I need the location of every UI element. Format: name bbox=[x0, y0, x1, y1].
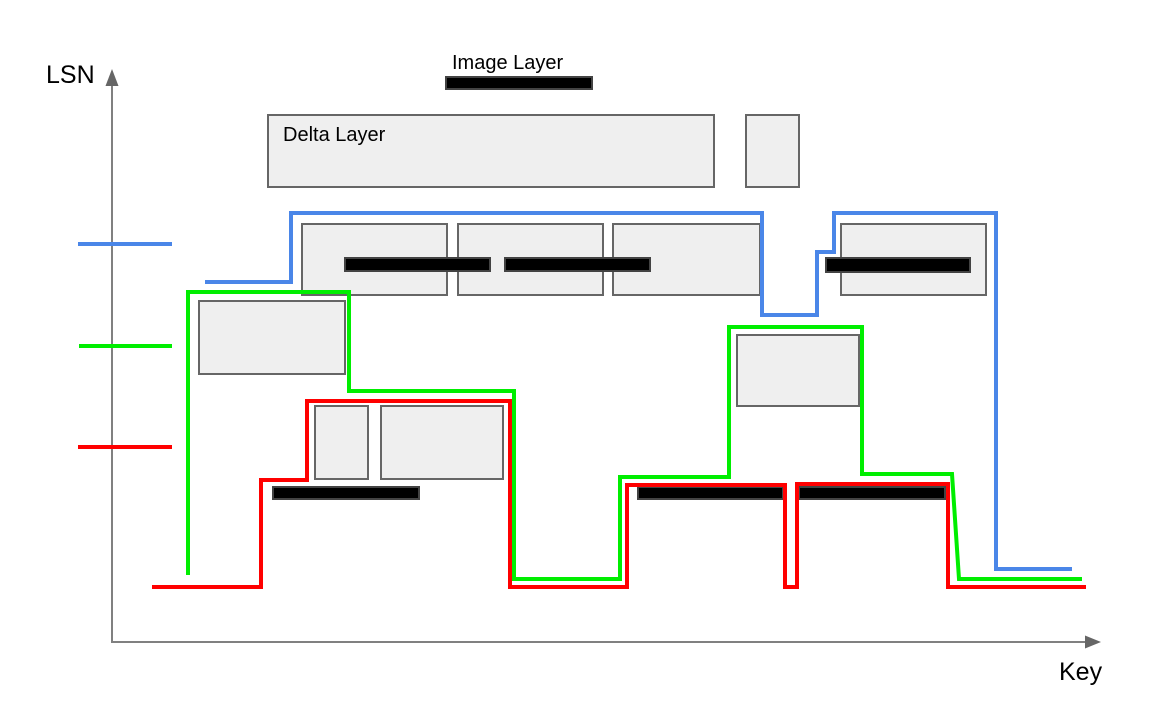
delta-layer-label: Delta Layer bbox=[283, 124, 386, 146]
blue-lsn-line bbox=[205, 211, 1072, 571]
x-axis-arrowhead bbox=[1085, 635, 1101, 649]
delta-layer-box-mid-left bbox=[198, 300, 346, 375]
image-layer-label: Image Layer bbox=[452, 52, 564, 74]
key-axis-label: Key bbox=[1059, 658, 1103, 686]
y-axis-arrowhead bbox=[105, 69, 119, 86]
red-lsn-line bbox=[152, 399, 1086, 589]
delta-layer-box-low-small bbox=[314, 405, 369, 480]
green-lsn-line bbox=[186, 290, 1082, 581]
delta-layer-box-mid-right bbox=[736, 334, 860, 407]
image-layer-bar-low-3 bbox=[798, 486, 946, 500]
image-layer-bar-low-2 bbox=[637, 486, 784, 500]
lsn-axis-label: LSN bbox=[46, 61, 95, 89]
delta-layer-box-top-right bbox=[745, 114, 800, 188]
delta-layer-box-low-wide bbox=[380, 405, 504, 480]
delta-layer-legend-box bbox=[267, 114, 715, 188]
image-layer-bar-low-1 bbox=[272, 486, 420, 500]
image-layer-bar-mid-2 bbox=[504, 257, 651, 272]
image-layer-legend-bar bbox=[445, 76, 593, 90]
image-layer-bar-mid-1 bbox=[344, 257, 491, 272]
image-layer-bar-mid-3 bbox=[825, 257, 971, 273]
